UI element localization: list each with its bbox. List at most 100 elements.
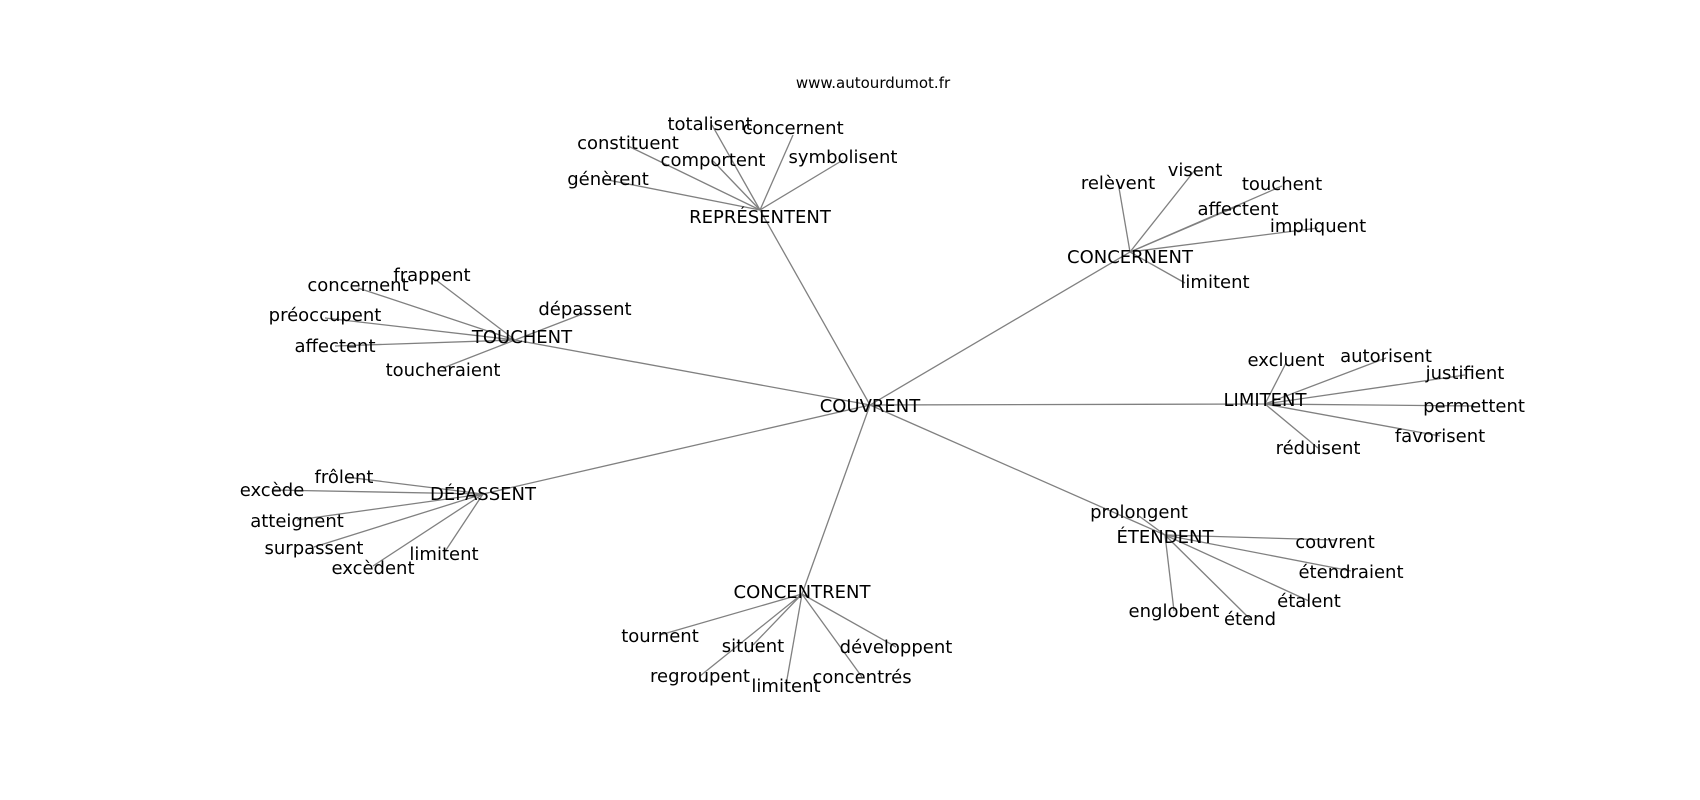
- hub-to-leaf-edge: [1264, 357, 1387, 405]
- leaf-word[interactable]: visent: [1168, 160, 1223, 181]
- hub-to-leaf-edge: [759, 134, 794, 211]
- leaf-word[interactable]: atteignent: [250, 511, 344, 532]
- hub-to-leaf-edge: [1264, 403, 1441, 437]
- hub-to-leaf-edge: [313, 493, 484, 548]
- center-to-hub-edge: [514, 339, 871, 406]
- hub-to-leaf-edge: [801, 593, 863, 678]
- center-to-hub-edge: [869, 403, 1266, 406]
- hub-to-leaf-edge: [1129, 205, 1239, 253]
- hub-to-leaf-edge: [801, 593, 897, 648]
- center-to-hub-edge: [759, 209, 871, 406]
- leaf-word[interactable]: excluent: [1248, 350, 1325, 371]
- leaf-word[interactable]: comportent: [661, 150, 766, 171]
- leaf-word[interactable]: couvrent: [1295, 532, 1375, 553]
- leaf-word[interactable]: favorisent: [1395, 426, 1485, 447]
- leaf-word[interactable]: permettent: [1423, 396, 1525, 417]
- leaf-word[interactable]: surpassent: [265, 538, 364, 559]
- hub-to-leaf-edge: [1264, 362, 1287, 405]
- hub-to-leaf-edge: [659, 593, 803, 636]
- hub-to-leaf-edge: [1138, 515, 1166, 536]
- leaf-word[interactable]: affectent: [295, 336, 376, 357]
- leaf-word[interactable]: concernent: [307, 275, 408, 296]
- leaf-word[interactable]: regroupent: [650, 666, 750, 687]
- hub-to-leaf-edge: [1164, 534, 1251, 620]
- hub-word[interactable]: ÉTENDENT: [1117, 526, 1215, 548]
- leaf-word[interactable]: touchent: [1242, 174, 1322, 195]
- hub-to-leaf-edge: [1129, 169, 1196, 253]
- hub-to-leaf-edge: [1129, 251, 1186, 284]
- leaf-word[interactable]: excède: [240, 480, 305, 501]
- leaf-word[interactable]: étalent: [1277, 591, 1341, 612]
- hub-to-leaf-edge: [357, 287, 516, 341]
- leaf-word[interactable]: autorisent: [1340, 346, 1432, 367]
- hub-to-leaf-edge: [1264, 374, 1466, 405]
- leaf-word[interactable]: affectent: [1198, 199, 1279, 220]
- leaf-word[interactable]: englobent: [1129, 601, 1220, 622]
- leaf-word[interactable]: impliquent: [1270, 216, 1366, 237]
- leaf-word[interactable]: symbolisent: [789, 147, 898, 168]
- hub-word[interactable]: REPRÉSENTENT: [689, 206, 832, 228]
- leaf-word[interactable]: prolongent: [1090, 502, 1188, 523]
- hub-to-leaf-edge: [443, 493, 484, 554]
- leaf-word[interactable]: toucheraient: [386, 360, 501, 381]
- leaf-word[interactable]: constituent: [577, 133, 679, 154]
- leaf-word[interactable]: relèvent: [1081, 173, 1155, 194]
- hub-to-leaf-edge: [1117, 181, 1131, 253]
- hub-word[interactable]: DÉPASSENT: [430, 483, 537, 505]
- center-to-hub-edge: [869, 251, 1131, 406]
- hub-to-leaf-edge: [712, 160, 761, 211]
- leaf-word[interactable]: limitent: [409, 544, 478, 565]
- leaf-word[interactable]: limitent: [751, 676, 820, 697]
- hub-to-leaf-edge: [431, 276, 516, 341]
- hub-word[interactable]: TOUCHENT: [471, 327, 573, 348]
- hub-to-leaf-edge: [699, 593, 803, 677]
- hub-to-leaf-edge: [296, 493, 484, 521]
- hub-to-leaf-edge: [607, 179, 761, 211]
- leaf-word[interactable]: frôlent: [315, 467, 374, 488]
- leaf-word[interactable]: frappent: [393, 265, 470, 286]
- hub-to-leaf-edge: [1164, 534, 1310, 602]
- leaf-word[interactable]: étend: [1224, 609, 1276, 630]
- hub-to-leaf-edge: [785, 593, 803, 686]
- leaf-word[interactable]: situent: [722, 636, 784, 657]
- hub-to-leaf-edge: [711, 124, 761, 211]
- hub-to-leaf-edge: [1164, 534, 1175, 612]
- hub-word[interactable]: LIMITENT: [1223, 390, 1307, 411]
- leaf-word[interactable]: préoccupent: [269, 305, 382, 326]
- leaf-word[interactable]: étendraient: [1298, 562, 1403, 583]
- hub-to-leaf-edge: [324, 317, 516, 341]
- hub-to-leaf-edge: [345, 476, 484, 495]
- hub-to-leaf-edge: [627, 145, 761, 211]
- leaf-word[interactable]: réduisent: [1276, 438, 1361, 459]
- hub-word[interactable]: CONCENTRENT: [734, 582, 872, 603]
- leaf-word[interactable]: tournent: [621, 626, 699, 647]
- leaf-word[interactable]: excèdent: [331, 558, 414, 579]
- hub-to-leaf-edge: [1264, 403, 1475, 407]
- center-word: COUVRENT: [820, 396, 922, 417]
- leaf-word[interactable]: limitent: [1180, 272, 1249, 293]
- hub-to-leaf-edge: [442, 339, 516, 369]
- hub-to-leaf-edge: [759, 159, 844, 211]
- leaf-word[interactable]: dépassent: [538, 299, 631, 320]
- leaf-word[interactable]: concentrés: [812, 667, 911, 688]
- center-to-hub-edge: [869, 404, 1166, 536]
- hub-to-leaf-edge: [1264, 403, 1319, 449]
- leaf-word[interactable]: totalisent: [667, 114, 752, 135]
- center-to-hub-edge: [801, 404, 871, 595]
- hub-word[interactable]: CONCERNENT: [1067, 247, 1194, 268]
- edges-layer: [271, 124, 1475, 686]
- labels-layer: www.autourdumot.fr totalisentconcernentc…: [240, 74, 1525, 697]
- hub-to-leaf-edge: [1164, 534, 1352, 572]
- hub-to-leaf-edge: [372, 493, 484, 567]
- hub-to-leaf-edge: [752, 593, 803, 646]
- leaf-word[interactable]: concernent: [742, 118, 843, 139]
- center-to-hub-edge: [482, 404, 871, 495]
- hub-to-leaf-edge: [271, 489, 484, 495]
- hub-to-leaf-edge: [1129, 227, 1319, 253]
- leaf-word[interactable]: justifient: [1425, 363, 1505, 384]
- site-url: www.autourdumot.fr: [796, 74, 951, 92]
- leaf-word[interactable]: développent: [840, 637, 953, 658]
- leaf-word[interactable]: génèrent: [567, 169, 649, 190]
- hub-to-leaf-edge: [1164, 534, 1336, 541]
